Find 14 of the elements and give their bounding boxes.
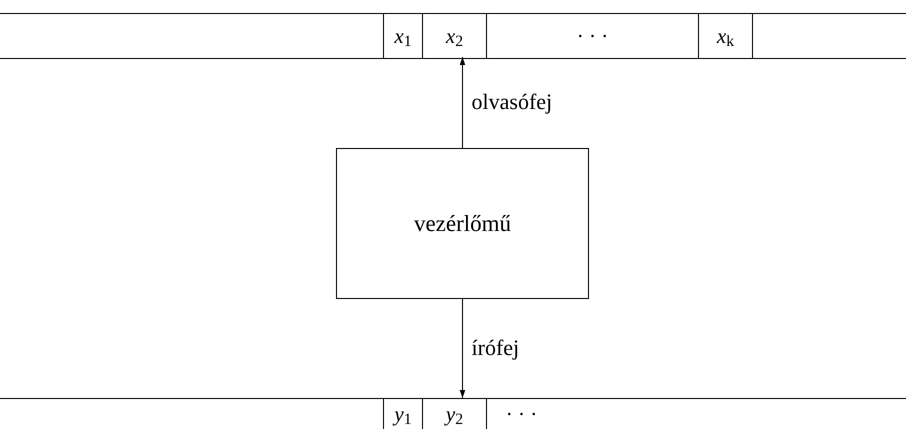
tape-strip: [0, 13, 906, 59]
edge-label: olvasófej: [472, 90, 552, 112]
cell-symbol: x$_{2}$: [446, 26, 464, 46]
cell-symbol: y$_{2}$: [446, 404, 464, 424]
cell-symbol: x$_{k}$: [716, 26, 734, 46]
cell-symbol: · · ·: [506, 404, 538, 424]
arrow: [460, 56, 466, 148]
edge-label: írófej: [472, 336, 520, 358]
arrow: [460, 298, 466, 398]
cell-symbol: · · ·: [576, 26, 608, 46]
tape-strip: [0, 398, 906, 429]
cell-symbol: x$_{1}$: [394, 26, 412, 46]
control-unit-label: vezérlőmű: [414, 212, 512, 235]
cell-symbol: y$_{1}$: [394, 404, 412, 424]
